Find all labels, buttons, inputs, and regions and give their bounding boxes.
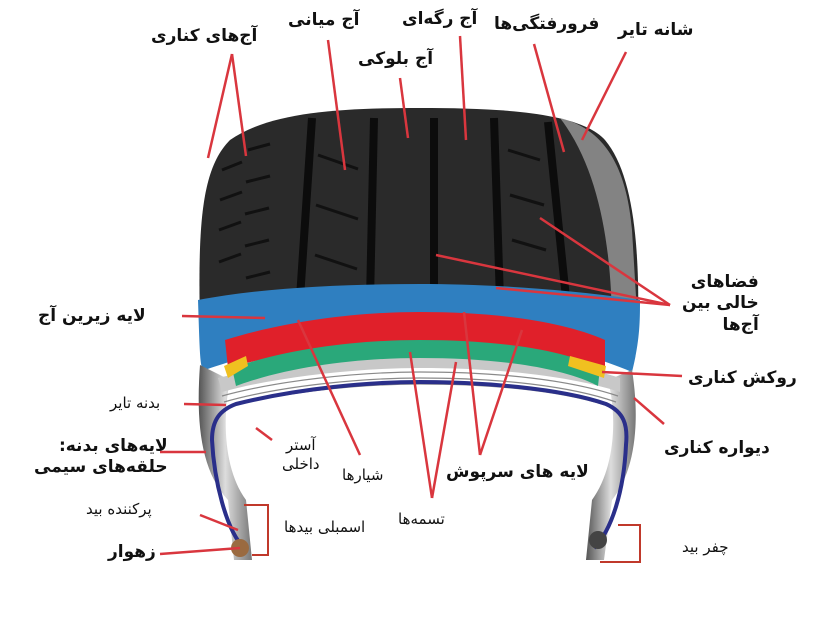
- label-bead-core: زهوار: [108, 542, 156, 562]
- leader-lines: [159, 35, 683, 556]
- label-grooves-inner: شیارها: [342, 466, 384, 484]
- right-bead-core: [589, 531, 607, 549]
- label-inner-liner: آستر داخلی: [282, 436, 320, 474]
- label-bead-filler: پرکننده بید: [86, 500, 152, 518]
- chafer-bracket: [600, 524, 641, 563]
- label-inner-liner-line1: آستر: [286, 436, 316, 454]
- left-edge-cover: [224, 356, 248, 378]
- label-tire-shoulder: شانه تایر: [618, 20, 694, 40]
- label-groove-voids-line3: آج‌ها: [722, 314, 759, 335]
- label-casing: بدنه تایر: [110, 394, 161, 412]
- bead-bundle-bracket: [244, 504, 269, 556]
- label-bead-chafer: چفر بید: [682, 538, 729, 556]
- body-ply: [209, 379, 629, 550]
- belt-layer: [232, 340, 600, 386]
- label-groove-voids: فضاهای خالی بین آج‌ها: [682, 272, 759, 336]
- sipes: [218, 142, 547, 280]
- label-body-plies: لایه‌های بدنه: حلقه‌های سیمی: [34, 436, 168, 479]
- right-edge-cover: [568, 356, 606, 378]
- label-sidewall: دیواره کناری: [664, 438, 770, 458]
- label-rib: آج رگه‌ای: [402, 9, 478, 29]
- label-body-plies-line2: حلقه‌های سیمی: [34, 457, 168, 478]
- cap-ply-layer: [225, 312, 605, 368]
- label-body-plies-line1: لایه‌های بدنه:: [58, 436, 168, 456]
- label-shoulder-grooves: آج‌های کناری: [151, 26, 258, 46]
- label-undertread: لایه زیرین آج: [38, 306, 146, 326]
- label-inner-liner-line2: داخلی: [282, 454, 320, 473]
- label-cap-plies: لایه های سرپوش: [446, 462, 589, 482]
- tire-shoulder-band: [560, 118, 638, 330]
- left-sidewall: [198, 365, 252, 560]
- label-edge-cover: روکش کناری: [688, 368, 797, 388]
- label-bead-bundle: اسمبلی بیدها: [284, 518, 366, 536]
- label-sipes: فرورفتگی‌ها: [494, 14, 600, 34]
- label-center-groove: آج میانی: [288, 10, 360, 30]
- label-groove-voids-line1: فضاهای: [690, 272, 759, 292]
- label-groove-voids-line2: خالی بین: [682, 293, 759, 314]
- label-belts: تسمه‌ها: [398, 510, 445, 528]
- label-block: آج بلوکی: [358, 49, 434, 69]
